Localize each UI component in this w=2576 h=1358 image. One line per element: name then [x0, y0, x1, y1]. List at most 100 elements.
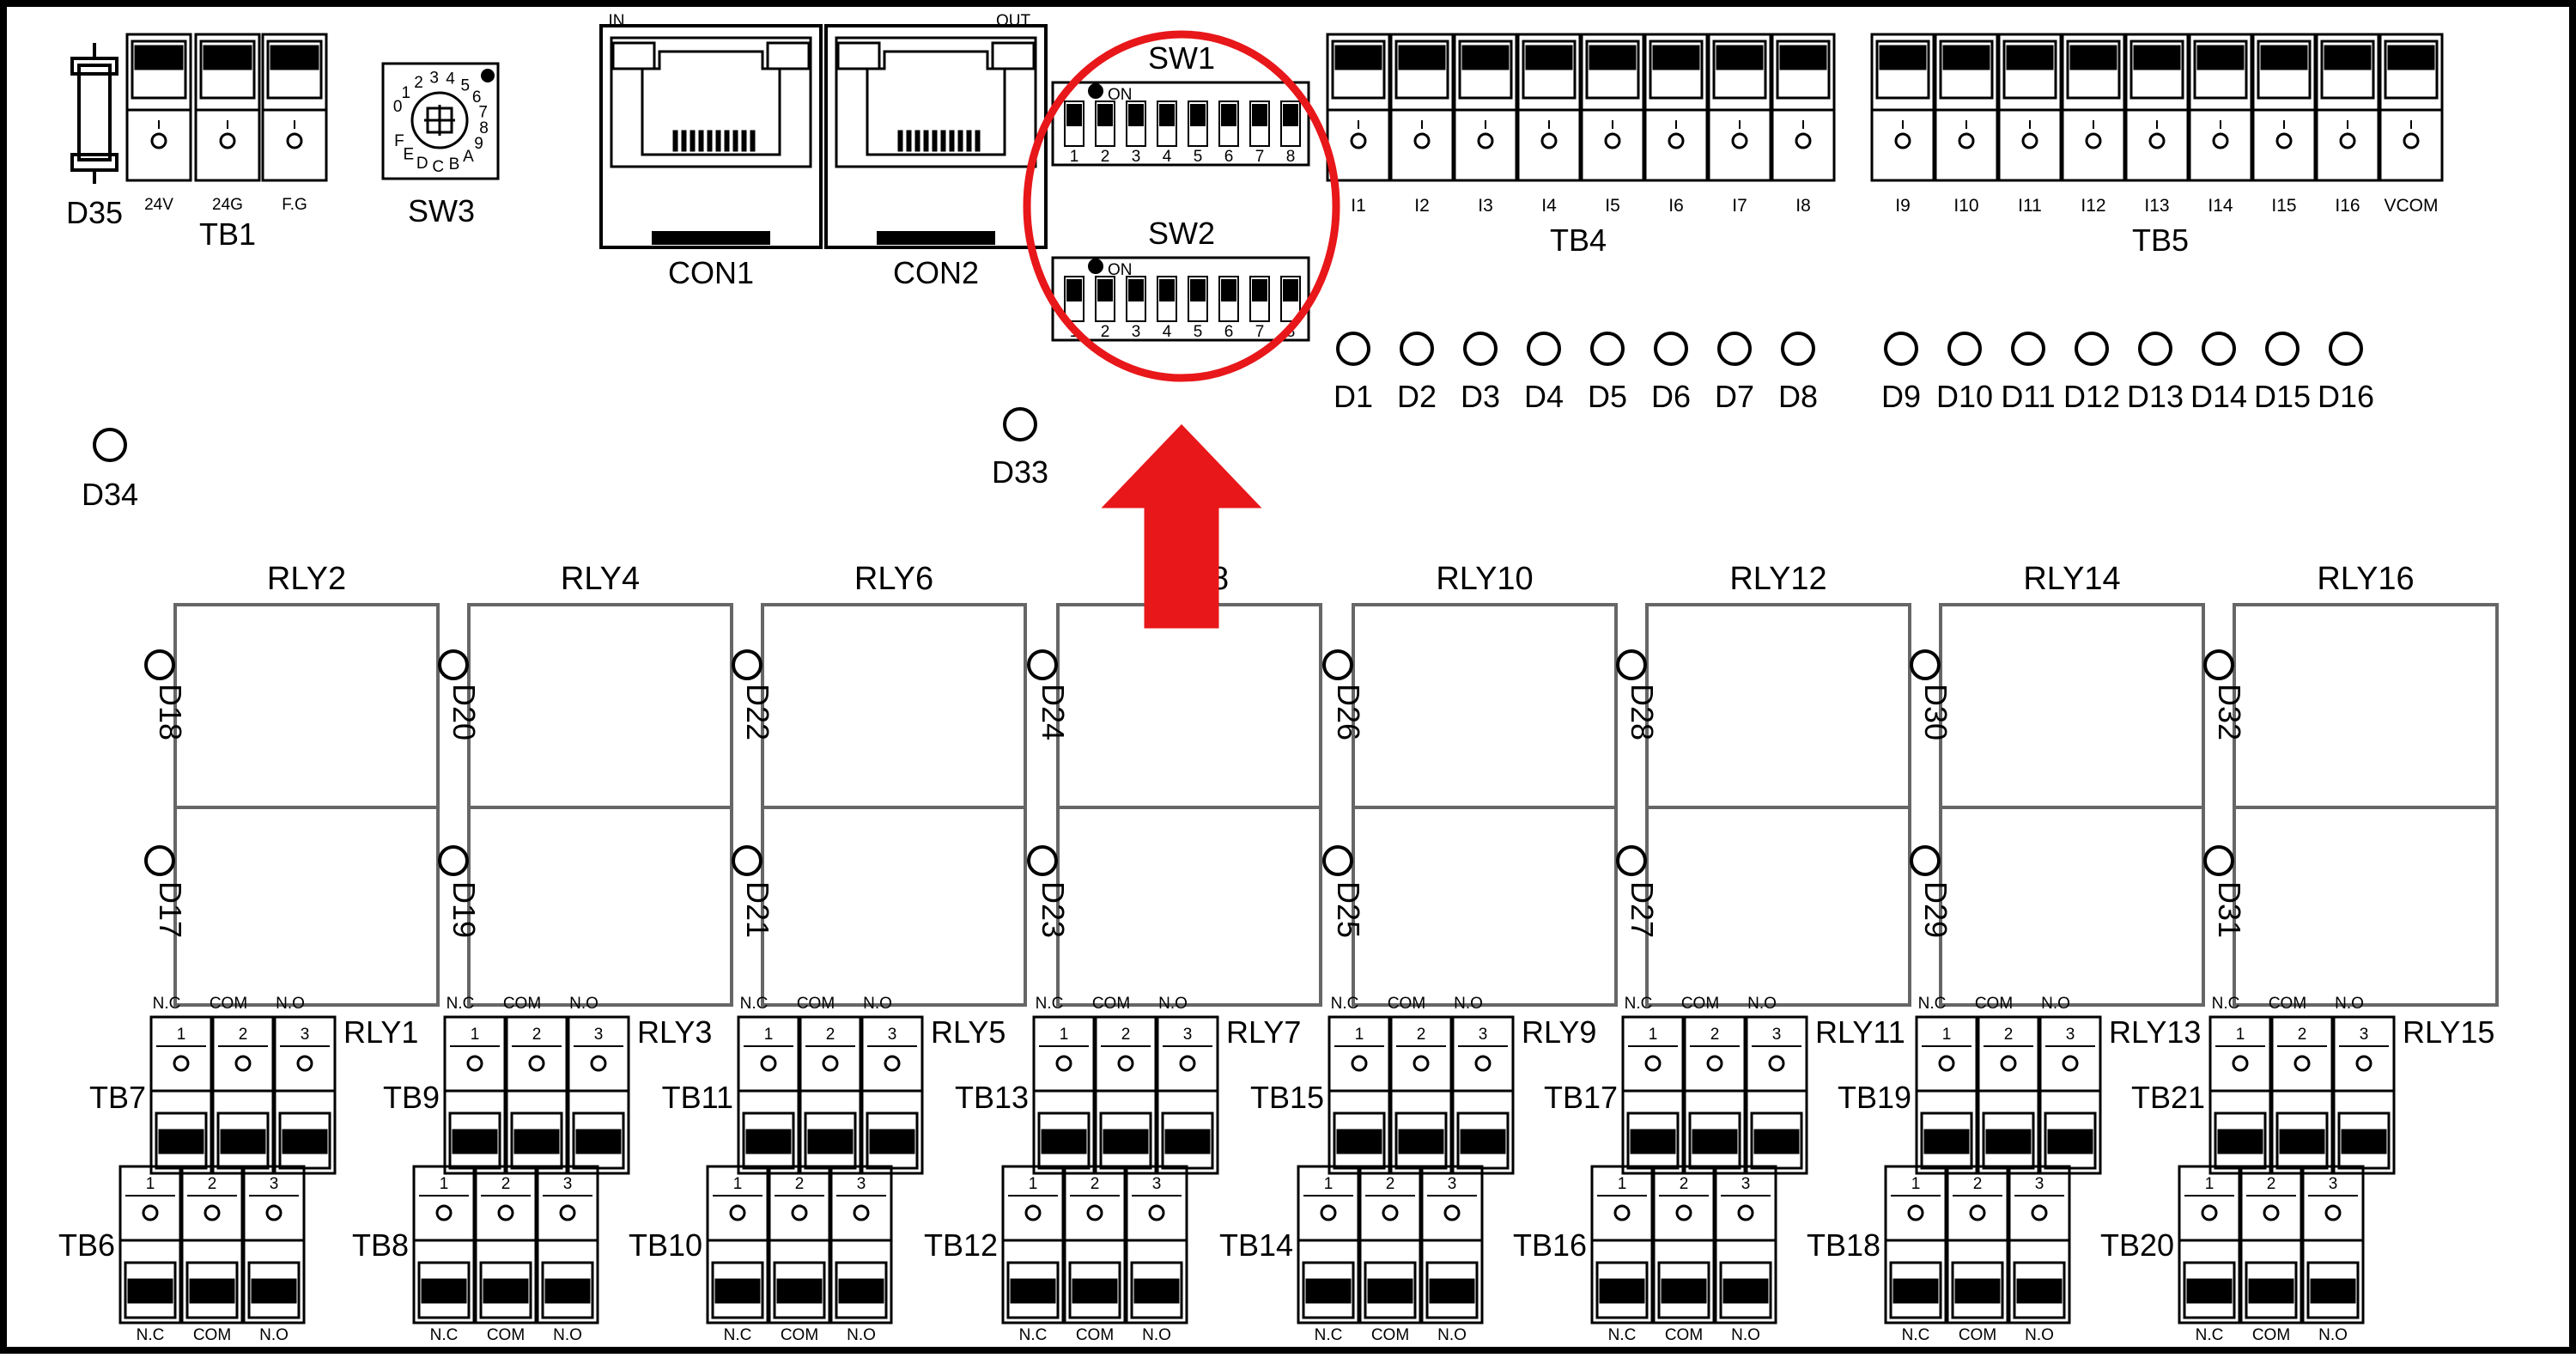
sw3-dot [481, 69, 495, 82]
tb1-pin-2-screw [219, 132, 236, 149]
sw3-body [381, 62, 500, 180]
tb4-pin-label: I3 [1478, 196, 1493, 216]
tb4-pin-6-latch-inner [1652, 45, 1700, 70]
tb13-pin-2-latch-inner [1103, 1129, 1149, 1154]
tb13-pin-3-latch-inner [1164, 1129, 1211, 1154]
tb21-pin-3-pin-number: 3 [2360, 1026, 2369, 1044]
tb15-pin-3-screw [1474, 1055, 1492, 1072]
contact-label-upper: COM [1388, 995, 1425, 1013]
sw3-dial-char: 9 [474, 135, 483, 153]
led-d13 [2138, 332, 2172, 366]
sw2-lever [1221, 279, 1236, 301]
tb4-pin-3-latch-inner [1461, 45, 1510, 70]
tb4-pin-2-screw [1413, 132, 1431, 149]
con1-contact [698, 130, 704, 152]
contact-label-upper: N.C [740, 995, 769, 1013]
tb18-pin-3-screw [2031, 1204, 2048, 1221]
tb10-pin-3 [829, 1165, 893, 1325]
tb9-pin-2-pin-number: 2 [532, 1026, 542, 1044]
tb16-pin-3-screw [1737, 1204, 1754, 1221]
sw1-label: SW1 [1148, 40, 1215, 76]
led-label-d22: D22 [740, 684, 775, 740]
sw1-pin-number: 7 [1255, 148, 1265, 166]
tb18-pin-3-latch-inner [2016, 1278, 2063, 1304]
tb14-pin-2-pin-number: 2 [1386, 1175, 1395, 1193]
tb5-pin-6-latch-inner [2196, 45, 2245, 70]
contact-label-upper: N.O [276, 995, 305, 1013]
tb9-pin-2-latch-inner [513, 1129, 560, 1154]
led-d29 [1910, 845, 1941, 876]
tb4-pin-label: I8 [1795, 196, 1811, 216]
con1-contact [681, 130, 687, 152]
contact-label-upper: N.O [569, 995, 598, 1013]
contact-label-lower: N.O [259, 1326, 289, 1344]
relay-top-label: RLY2 [267, 561, 346, 597]
relay-side-label-rly7: RLY7 [1226, 1014, 1301, 1050]
led-d34 [93, 428, 127, 462]
led-d2 [1400, 332, 1434, 366]
sw1-pin-number: 3 [1132, 148, 1141, 166]
tb14-pin-2-latch-inner [1367, 1278, 1413, 1304]
tb12-pin-2-pin-number: 2 [1091, 1175, 1100, 1193]
tb18-pin-1-pin-number: 1 [1911, 1175, 1921, 1193]
contact-label-lower: N.C [2196, 1326, 2224, 1344]
contact-label-upper: N.O [1454, 995, 1483, 1013]
sw1-on-dot [1088, 83, 1103, 99]
sw2-pin-number: 6 [1224, 323, 1234, 341]
tb20-pin-2-latch-inner [2248, 1278, 2294, 1304]
contact-label-lower: COM [2252, 1326, 2290, 1344]
sw1-slot [1064, 100, 1084, 147]
tb15-pin-3-pin-number: 3 [1479, 1026, 1488, 1044]
tb6-pin-1 [118, 1165, 182, 1325]
tb20-pin-3-pin-number: 3 [2329, 1175, 2338, 1193]
tb6-pin-3-pin-number: 3 [270, 1175, 279, 1193]
led-d26 [1322, 649, 1353, 680]
sw3-dial-char: E [404, 145, 415, 163]
contact-label-lower: N.C [1902, 1326, 1930, 1344]
tb5-pin-3-latch-inner [2006, 45, 2054, 70]
sw2-slot [1064, 276, 1084, 322]
tb13-pin-1-pin-number: 1 [1060, 1026, 1069, 1044]
sw3-dial-char: C [432, 158, 444, 176]
tb8-pin-1 [412, 1165, 476, 1325]
con2-body [824, 24, 1048, 249]
sw3-dial-char: 0 [393, 98, 403, 116]
tb21-pin-3-screw [2355, 1055, 2372, 1072]
tb16-pin-2 [1652, 1165, 1716, 1325]
tb4-pin-4-screw [1540, 132, 1558, 149]
sw3-arrow-icon [424, 105, 455, 136]
tb6-pin-2-latch-inner [189, 1278, 235, 1304]
relay-lower-rly1 [173, 806, 440, 1007]
contact-label-lower: N.O [847, 1326, 876, 1344]
tb-label-tb21: TB21 [2131, 1080, 2205, 1115]
contact-label-upper: N.O [1158, 995, 1188, 1013]
tb12-pin-1 [1001, 1165, 1065, 1325]
tb8-pin-3-latch-inner [544, 1278, 591, 1304]
tb8-pin-2 [474, 1165, 538, 1325]
relay-side-label-rly1: RLY1 [343, 1014, 418, 1050]
contact-label-upper: N.C [1918, 995, 1947, 1013]
tb5-pin-8-latch-inner [2324, 45, 2372, 70]
tb21-pin-2-screw [2293, 1055, 2311, 1072]
relay-lower-rly11 [1645, 806, 1911, 1007]
tb6-pin-2 [180, 1165, 244, 1325]
contact-label-lower: N.O [1731, 1326, 1760, 1344]
tb-label-tb8: TB8 [352, 1227, 409, 1263]
sw2-lever [1283, 279, 1298, 301]
sw2-lever [1128, 279, 1144, 301]
tb17-pin-3-pin-number: 3 [1772, 1026, 1782, 1044]
tb11-pin-3-screw [884, 1055, 901, 1072]
tb5-pin-4-latch-inner [2069, 45, 2117, 70]
con1-led-right [766, 41, 811, 70]
tb8-pin-3 [536, 1165, 599, 1325]
contact-label-upper: N.C [1331, 995, 1359, 1013]
tb18-pin-3-pin-number: 3 [2035, 1175, 2044, 1193]
tb5-pin-9-screw [2403, 132, 2420, 149]
sw2-on-text: ON [1108, 261, 1133, 279]
sw1-pin-number: 5 [1194, 148, 1203, 166]
tb9-pin-3-screw [590, 1055, 607, 1072]
contact-label-lower: N.O [2318, 1326, 2348, 1344]
tb10-pin-1-pin-number: 1 [733, 1175, 743, 1193]
tb21-pin-2-latch-inner [2279, 1129, 2325, 1154]
